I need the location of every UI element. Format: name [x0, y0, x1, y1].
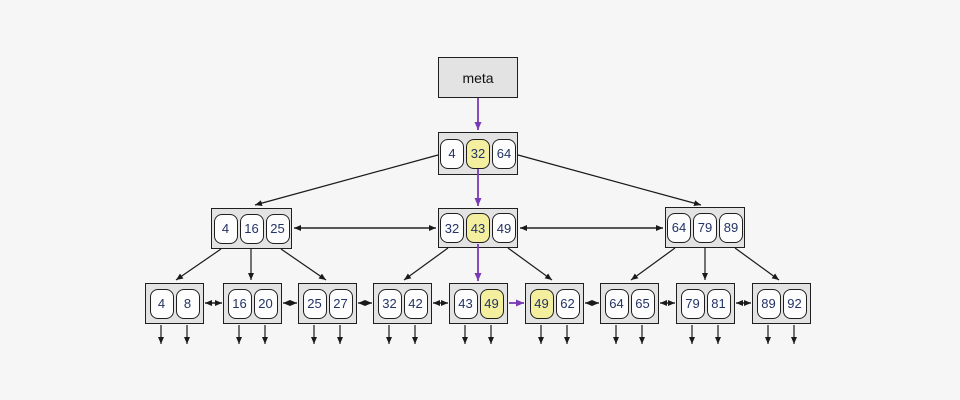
key-cell: 32 — [377, 288, 402, 319]
btree-leaf-node-3: 25 27 — [298, 283, 357, 324]
key-cell: 32 — [440, 213, 464, 243]
key-cell: 43 — [453, 288, 478, 319]
edge-internal-right-to-leaf-7 — [630, 247, 676, 281]
key-cell: 16 — [227, 288, 252, 319]
edge-internal-left-to-leaf-1 — [175, 248, 222, 281]
key-cell: 62 — [555, 288, 580, 319]
key-cell: 64 — [604, 288, 629, 319]
key-cell: 25 — [265, 213, 290, 244]
meta-node: meta — [438, 57, 518, 98]
key-cell: 81 — [706, 288, 731, 319]
btree-leaf-node-9: 89 92 — [752, 283, 811, 324]
btree-leaf-node-8: 79 81 — [676, 283, 735, 324]
edge-internal-left-to-leaf-3 — [280, 248, 327, 281]
key-cell: 20 — [253, 288, 278, 319]
key-cell: 4 — [213, 213, 238, 244]
edge-internal-right-to-leaf-9 — [734, 247, 780, 281]
key-cell: 64 — [492, 138, 516, 169]
btree-root-node: 4 32 64 — [438, 132, 518, 175]
key-cell: 25 — [302, 288, 327, 319]
key-cell: 49 — [492, 213, 516, 243]
meta-label: meta — [462, 69, 494, 86]
key-cell: 16 — [239, 213, 264, 244]
btree-leaf-node-6: 49 62 — [525, 283, 584, 324]
key-cell: 65 — [630, 288, 655, 319]
btree-leaf-node-2: 16 20 — [223, 283, 282, 324]
key-cell: 27 — [328, 288, 353, 319]
btree-leaf-node-4: 32 42 — [373, 283, 432, 324]
key-cell: 4 — [149, 288, 174, 319]
edge-internal-middle-to-leaf-6 — [507, 247, 553, 281]
key-cell: 79 — [693, 212, 717, 243]
key-cell: 8 — [175, 288, 200, 319]
edge-root-to-internal-right — [517, 154, 702, 207]
btree-leaf-node-5: 43 49 — [449, 283, 508, 324]
btree-leaf-node-1: 4 8 — [145, 283, 204, 324]
edge-root-to-internal-left — [254, 154, 439, 207]
key-cell: 49 — [479, 288, 504, 319]
key-cell: 89 — [756, 288, 781, 319]
key-cell: 92 — [782, 288, 807, 319]
key-cell: 43 — [466, 213, 490, 243]
btree-internal-node-middle: 32 43 49 — [438, 208, 518, 248]
key-cell: 4 — [440, 138, 464, 169]
key-cell: 89 — [719, 212, 743, 243]
key-cell: 79 — [680, 288, 705, 319]
key-cell: 64 — [667, 212, 691, 243]
btree-leaf-node-7: 64 65 — [600, 283, 659, 324]
key-cell: 32 — [466, 138, 490, 169]
edge-internal-middle-to-leaf-4 — [403, 247, 449, 281]
key-cell: 42 — [403, 288, 428, 319]
key-cell: 49 — [529, 288, 554, 319]
btree-internal-node-left: 4 16 25 — [211, 208, 292, 249]
btree-internal-node-right: 64 79 89 — [665, 207, 745, 248]
